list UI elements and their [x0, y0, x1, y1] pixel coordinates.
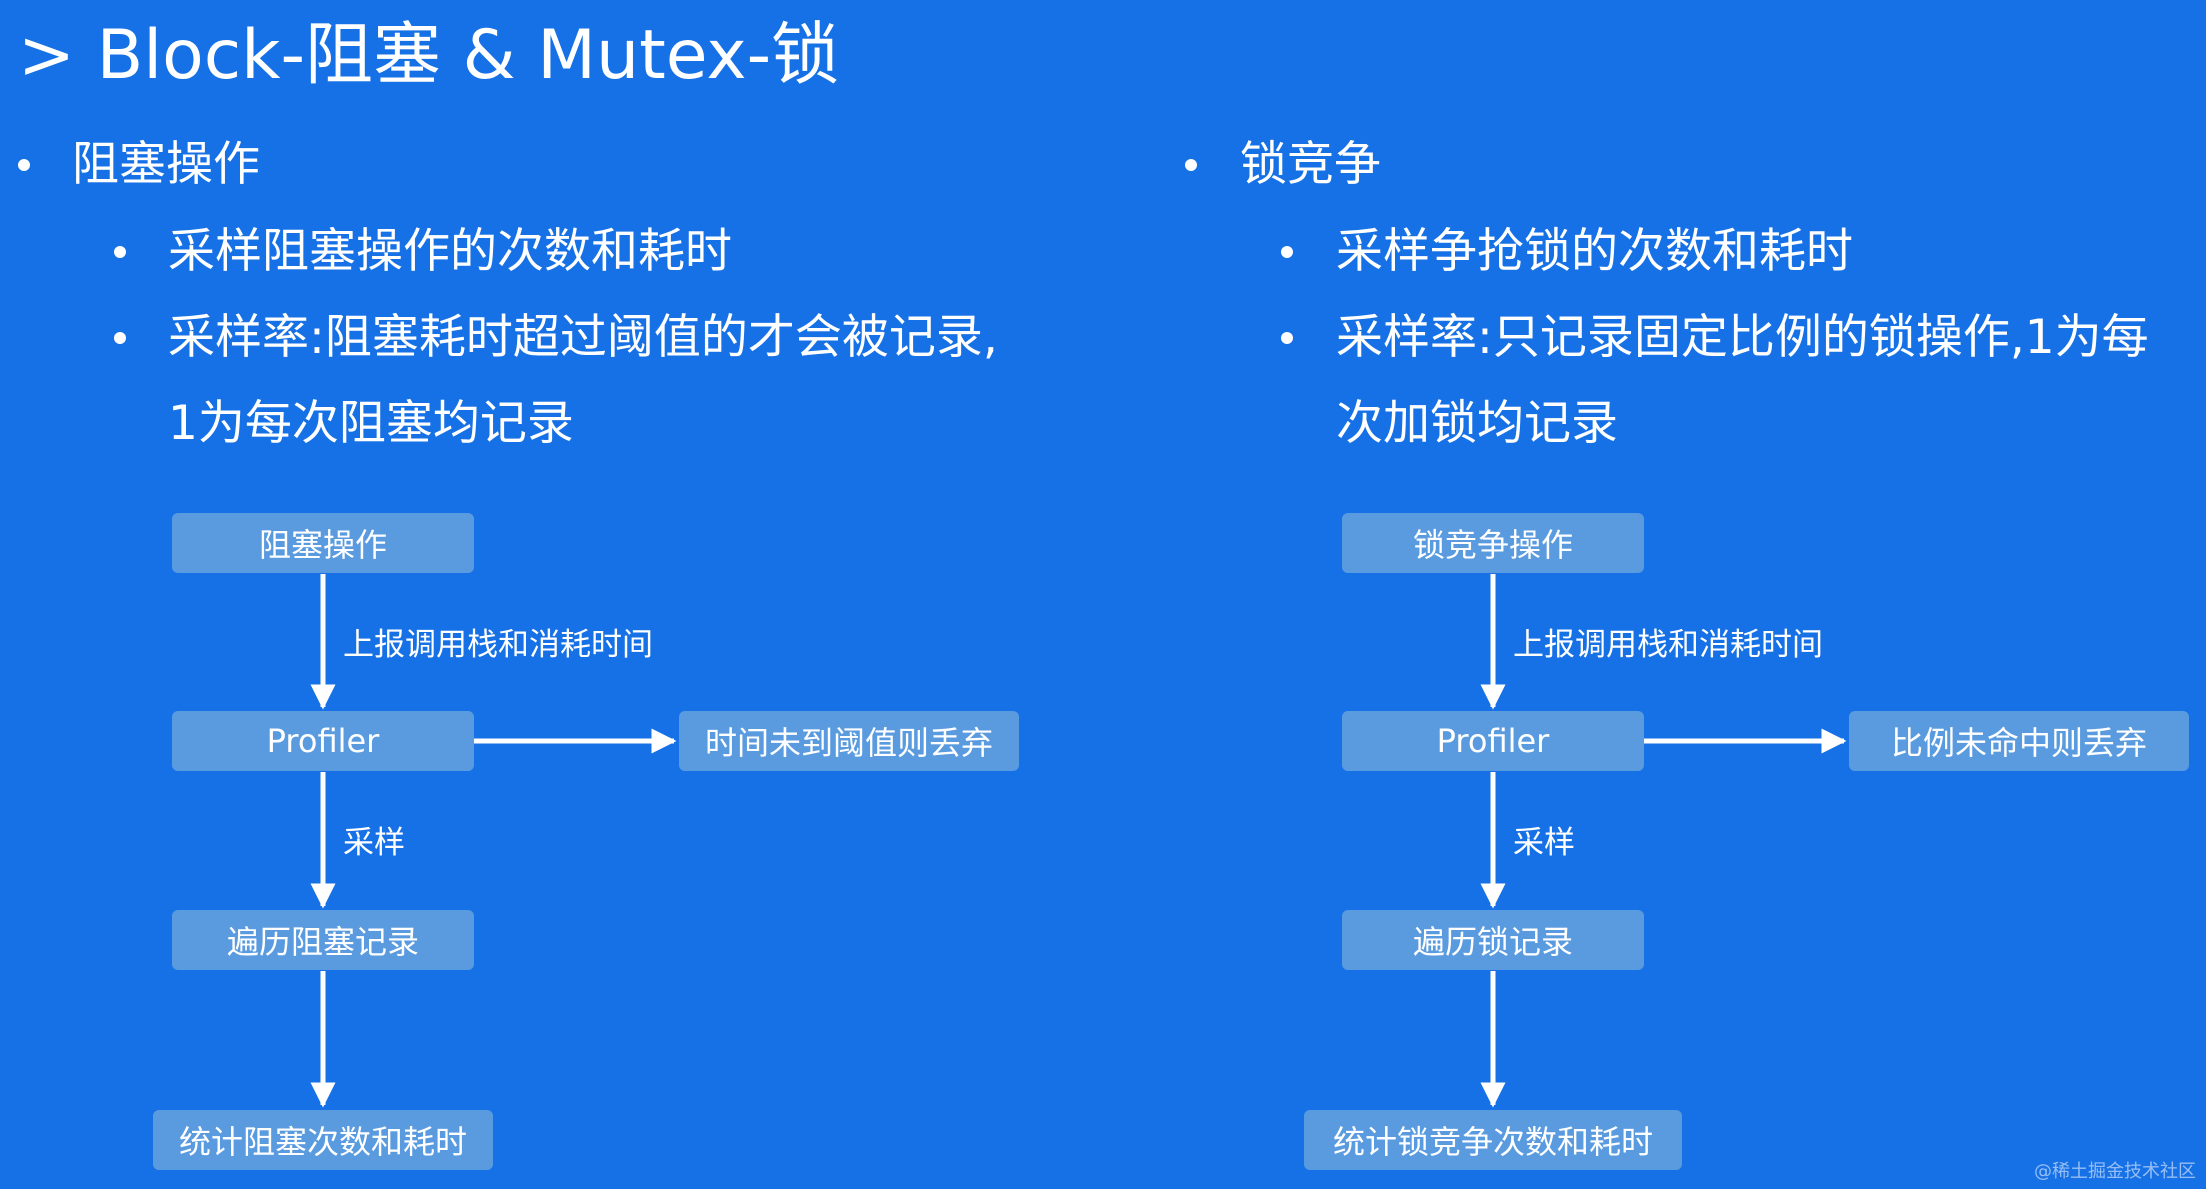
- left-point-2-cont: 1为每次阻塞均记录: [168, 396, 574, 451]
- right-node-traverse: 遍历锁记录: [1342, 910, 1644, 970]
- right-node-profiler: Profiler: [1342, 711, 1644, 771]
- left-heading: 阻塞操作: [72, 137, 260, 192]
- right-node-stats: 统计锁竞争次数和耗时: [1304, 1110, 1682, 1170]
- slide-title: > Block-阻塞 & Mutex-锁: [18, 16, 840, 95]
- bullet-dot-icon: [18, 159, 30, 171]
- left-node-stats: 统计阻塞次数和耗时: [153, 1110, 493, 1170]
- bullet-dot-icon: [114, 246, 126, 258]
- bullet-dot-icon: [1185, 159, 1197, 171]
- left-node-traverse: 遍历阻塞记录: [172, 910, 474, 970]
- right-node-lock-op: 锁竞争操作: [1342, 513, 1644, 573]
- left-point-2: 采样率:阻塞耗时超过阈值的才会被记录,: [168, 310, 998, 365]
- right-node-discard: 比例未命中则丢弃: [1849, 711, 2189, 771]
- watermark: @稀土掘金技术社区: [2034, 1161, 2196, 1182]
- right-point-1: 采样争抢锁的次数和耗时: [1336, 224, 1853, 279]
- bullet-dot-icon: [1281, 246, 1293, 258]
- right-edge-label-report: 上报调用栈和消耗时间: [1513, 627, 1823, 663]
- left-edge-label-report: 上报调用栈和消耗时间: [343, 627, 653, 663]
- left-node-profiler: Profiler: [172, 711, 474, 771]
- right-point-2-cont: 次加锁均记录: [1336, 396, 1618, 451]
- right-heading: 锁竞争: [1240, 137, 1381, 192]
- left-edge-label-sample: 采样: [343, 825, 405, 861]
- right-point-2: 采样率:只记录固定比例的锁操作,1为每: [1336, 310, 2149, 365]
- left-node-discard: 时间未到阈值则丢弃: [679, 711, 1019, 771]
- bullet-dot-icon: [1281, 332, 1293, 344]
- left-point-1: 采样阻塞操作的次数和耗时: [168, 224, 732, 279]
- right-edge-label-sample: 采样: [1513, 825, 1575, 861]
- left-node-block-op: 阻塞操作: [172, 513, 474, 573]
- bullet-dot-icon: [114, 332, 126, 344]
